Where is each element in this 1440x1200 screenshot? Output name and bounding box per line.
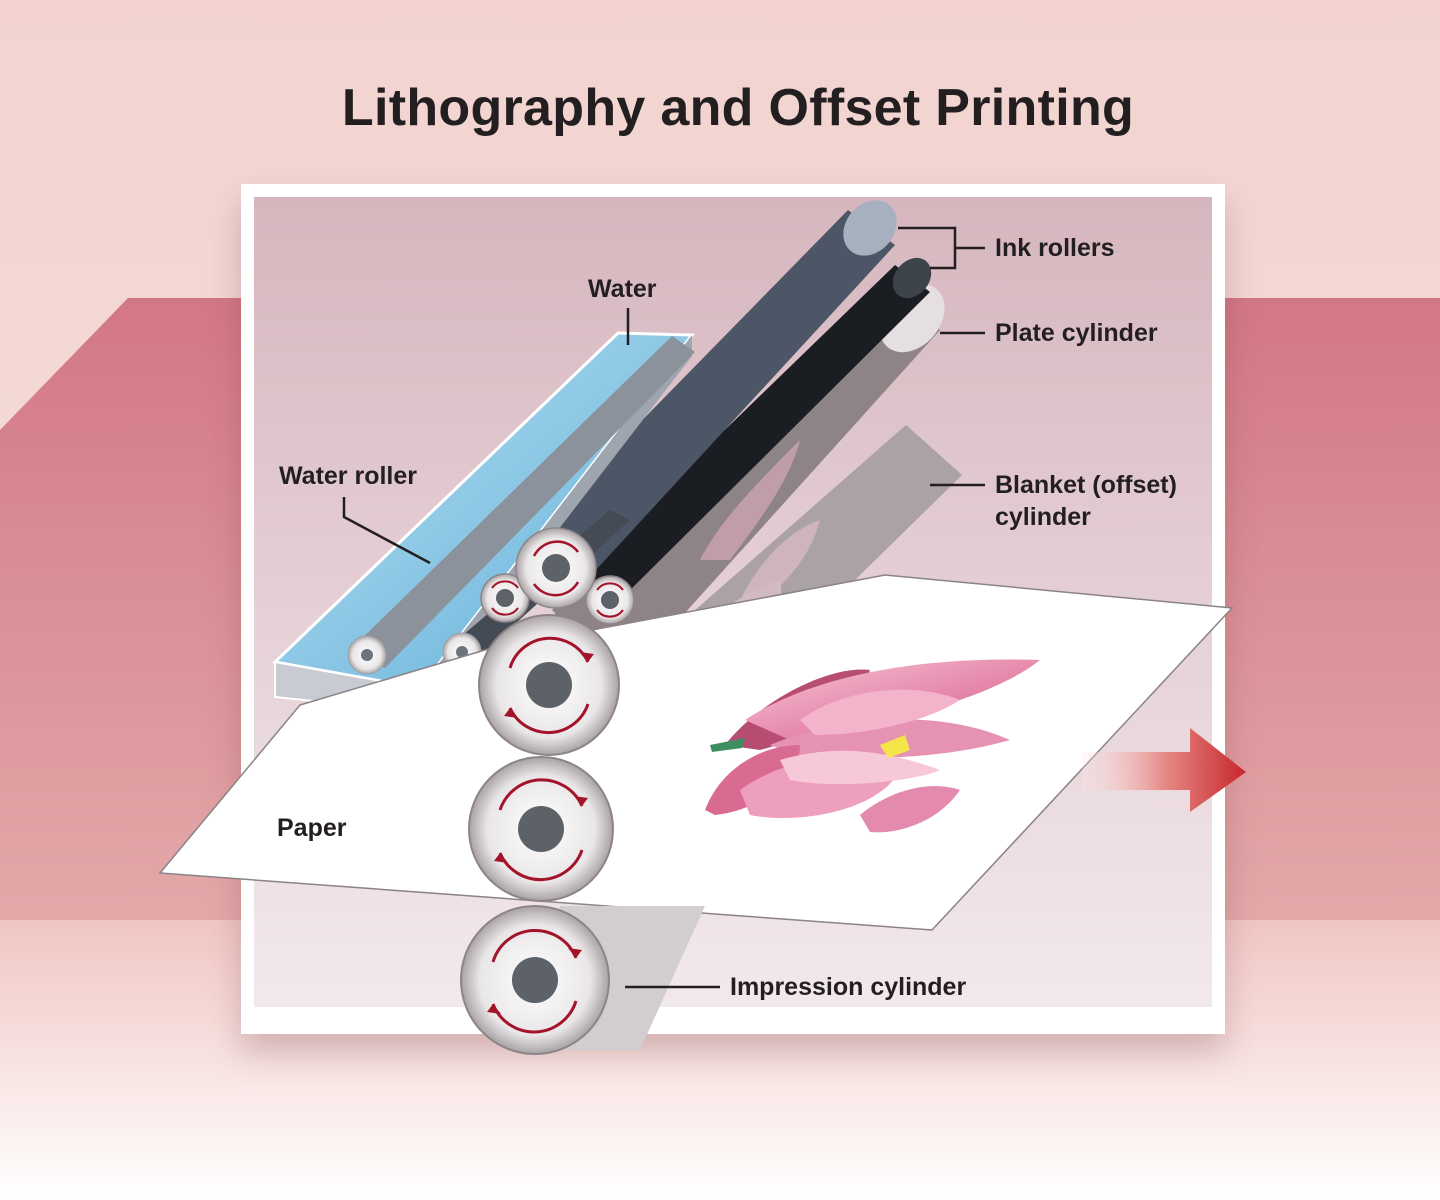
paper-direction-arrow bbox=[1082, 728, 1246, 812]
label-plate-cylinder: Plate cylinder bbox=[995, 319, 1158, 347]
label-water-roller: Water roller bbox=[279, 462, 418, 490]
label-paper: Paper bbox=[277, 814, 347, 842]
leader-lines bbox=[342, 226, 985, 989]
page-title: Lithography and Offset Printing bbox=[341, 79, 1135, 137]
small-roller-middle bbox=[515, 527, 597, 609]
printed-flower bbox=[705, 659, 1040, 833]
water-roller bbox=[347, 336, 695, 675]
ink-roller-black bbox=[572, 257, 932, 610]
label-ink-rollers: Ink rollers bbox=[995, 234, 1115, 262]
small-roller-right bbox=[585, 575, 635, 625]
ink-roller-top bbox=[520, 200, 897, 585]
label-water: Water bbox=[588, 275, 657, 303]
label-blanket-cylinder-line2: cylinder bbox=[995, 503, 1091, 531]
impression-cylinder bbox=[460, 905, 705, 1055]
small-roller-left bbox=[480, 573, 530, 623]
label-impression-cylinder: Impression cylinder bbox=[730, 973, 967, 1001]
label-blanket-cylinder-line1: Blanket (offset) bbox=[995, 471, 1177, 499]
blanket-cylinder-end bbox=[468, 756, 614, 902]
plate-cylinder-end bbox=[478, 614, 620, 756]
